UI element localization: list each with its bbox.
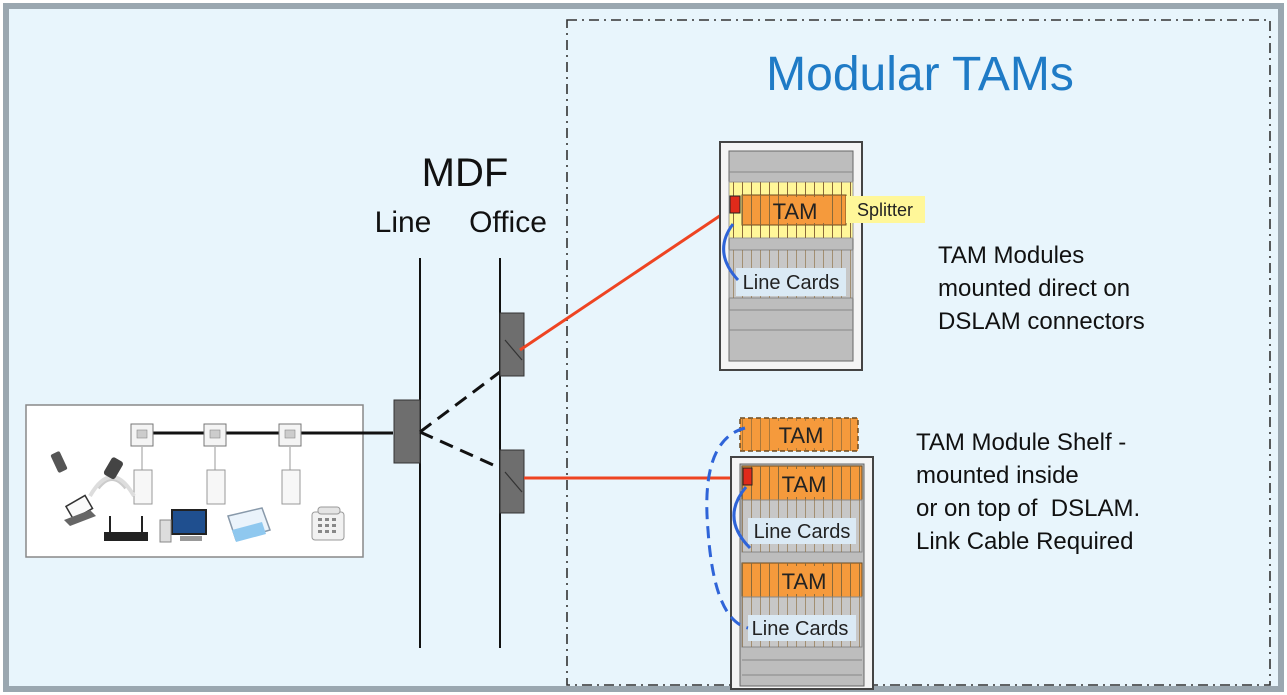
customer-premises bbox=[25, 404, 393, 558]
mdf-label: MDF bbox=[422, 151, 509, 195]
mdf-office-block-bottom bbox=[499, 449, 525, 514]
rack-bottom-description-4: Link Cable Required bbox=[916, 528, 1133, 555]
desktop-computer-icon bbox=[159, 509, 207, 543]
jumper-to-bottom-office-block bbox=[419, 430, 501, 470]
modular-tam-region bbox=[566, 19, 1271, 686]
tam-shelf-top-label: TAM bbox=[779, 423, 824, 448]
internal-link-bracket-top bbox=[722, 223, 740, 282]
rack-bottom-line-cards-1-label: Line Cards bbox=[754, 521, 851, 543]
shelf-link-cable-bracket bbox=[705, 426, 749, 630]
router-icon bbox=[104, 516, 148, 541]
mdf-line-label: Line bbox=[375, 206, 432, 239]
rack-top-description-1: TAM Modules bbox=[938, 242, 1084, 269]
telephone-icon bbox=[311, 506, 345, 541]
jumper-to-top-office-block bbox=[419, 370, 501, 434]
diagram-title: Modular TAMs bbox=[766, 48, 1074, 101]
mdf-office-label: Office bbox=[469, 206, 547, 239]
link-cable-top bbox=[519, 205, 734, 352]
rack-bottom-description-2: mounted inside bbox=[916, 462, 1079, 489]
laptop-icon bbox=[64, 494, 96, 526]
tam-module-shelf-top bbox=[739, 417, 859, 452]
mobile-phone-icon bbox=[50, 451, 68, 473]
rack-bottom-line-cards-2-label: Line Cards bbox=[752, 618, 849, 640]
rack-bottom-description-3: or on top of DSLAM. bbox=[916, 495, 1140, 522]
printer-fax-icon bbox=[227, 507, 271, 542]
mdf-office-block-top bbox=[499, 312, 525, 377]
internal-link-bracket-bottom bbox=[732, 486, 752, 550]
dslam-rack-bottom bbox=[730, 456, 874, 690]
mdf-line-block bbox=[393, 399, 421, 464]
rack-top-line-cards-label: Line Cards bbox=[743, 272, 840, 294]
splitter-label: Splitter bbox=[857, 200, 913, 220]
smartphone-icon bbox=[103, 457, 123, 480]
rack-bottom-tam-1-label: TAM bbox=[782, 472, 827, 497]
dslam-rack-top bbox=[719, 141, 863, 371]
background-panel bbox=[3, 3, 1284, 692]
rack-top-description-3: DSLAM connectors bbox=[938, 308, 1145, 335]
rack-bottom-tam-2-label: TAM bbox=[782, 569, 827, 594]
rack-bottom-description-1: TAM Module Shelf - bbox=[916, 429, 1126, 456]
splitter-tag bbox=[846, 196, 925, 223]
rack-top-tam-label: TAM bbox=[773, 199, 818, 224]
rack-top-description-2: mounted direct on bbox=[938, 275, 1130, 302]
